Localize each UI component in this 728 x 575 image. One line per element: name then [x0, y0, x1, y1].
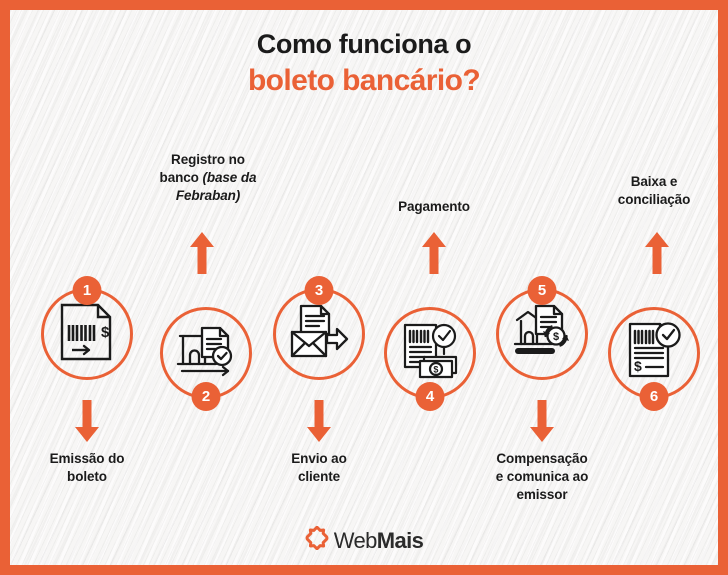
- step-1-circle[interactable]: $ 1: [41, 276, 133, 380]
- step-5-node[interactable]: $ 5: [496, 276, 588, 380]
- boleto-paid-cash-icon-circle[interactable]: $ 4: [384, 307, 476, 411]
- boleto-settled-check-icon: $: [626, 321, 682, 385]
- step-3-label: Envio ao cliente: [249, 450, 389, 486]
- title-line-2: boleto bancário?: [247, 63, 481, 97]
- svg-text:$: $: [101, 324, 110, 341]
- step-1-label-line-2: boleto: [67, 468, 107, 484]
- step-1-node[interactable]: $ 1: [41, 276, 133, 380]
- page-title: Como funciona o boleto bancário?: [10, 28, 718, 100]
- svg-text:$: $: [553, 331, 559, 343]
- step-5-arrow-down: [529, 400, 555, 442]
- step-3-label-line-1: Envio ao: [291, 451, 347, 466]
- infographic-canvas: Como funciona o boleto bancário? Registr…: [10, 10, 718, 565]
- boleto-barcode-document-icon: $: [60, 303, 114, 366]
- step-1-label-line-1: Emissão do: [49, 451, 125, 466]
- step-6-circle[interactable]: $ 6: [608, 307, 700, 411]
- step-2-label-italic: (base da Febraban): [175, 169, 257, 203]
- logo-text-bold: Mais: [376, 527, 424, 553]
- svg-text:$: $: [433, 364, 438, 374]
- step-5-label-line-3: emissor: [516, 486, 568, 502]
- webmais-logo[interactable]: WebMais: [10, 525, 718, 555]
- step-2-node[interactable]: 2: [160, 307, 252, 411]
- step-1-arrow-down: [74, 400, 100, 442]
- step-3-badge: 3: [304, 276, 334, 305]
- step-3-node[interactable]: 3: [273, 276, 365, 380]
- step-6-label-line-1: Baixa e: [630, 174, 678, 189]
- logo-text-light: Web: [333, 527, 378, 553]
- step-4-node[interactable]: $ 4: [384, 307, 476, 411]
- step-3-arrow-down: [306, 400, 332, 442]
- title-line-1: Como funciona o: [256, 29, 472, 59]
- step-6-node[interactable]: $ 6: [608, 307, 700, 411]
- step-6-label-line-2: conciliação: [617, 191, 691, 207]
- step-4-badge: 4: [415, 382, 445, 411]
- bank-document-check-icon: [176, 324, 236, 383]
- webmais-logo-text: WebMais: [333, 527, 424, 553]
- step-3-label-line-2: cliente: [297, 468, 341, 484]
- step-2-arrow-up: [189, 232, 215, 274]
- webmais-flower-mark-icon: [305, 525, 329, 555]
- step-2-circle[interactable]: 2: [160, 307, 252, 411]
- step-5-badge: 5: [527, 276, 557, 305]
- step-6-label: Baixa e conciliação: [584, 173, 718, 209]
- boleto-paid-cash-icon: $: [400, 323, 460, 384]
- step-6-arrow-up: [644, 232, 670, 274]
- step-2-label-line-2: banco: [159, 169, 203, 185]
- bank-money-exchange-icon: $: [512, 304, 572, 365]
- step-5-label: Compensação e comunica ao emissor: [457, 450, 627, 503]
- step-5-label-line-2: e comunica ao: [495, 468, 589, 484]
- step-2-label-line-1: Registro no: [171, 152, 245, 167]
- envelope-send-document-icon: [289, 304, 349, 365]
- step-4-arrow-up: [421, 232, 447, 274]
- step-5-label-line-1: Compensação: [496, 451, 588, 466]
- step-6-badge: 6: [639, 382, 669, 411]
- svg-text:$: $: [634, 358, 642, 374]
- step-5-circle[interactable]: $ 5: [496, 276, 588, 380]
- step-1-label: Emissão do boleto: [17, 450, 157, 486]
- step-2-label: Registro no banco (base da Febraban): [131, 151, 285, 204]
- step-4-label-line-1: Pagamento: [398, 199, 470, 214]
- step-1-badge: 1: [72, 276, 102, 305]
- step-3-circle[interactable]: 3: [273, 276, 365, 380]
- step-2-badge: 2: [191, 382, 221, 411]
- step-4-label: Pagamento: [360, 198, 508, 216]
